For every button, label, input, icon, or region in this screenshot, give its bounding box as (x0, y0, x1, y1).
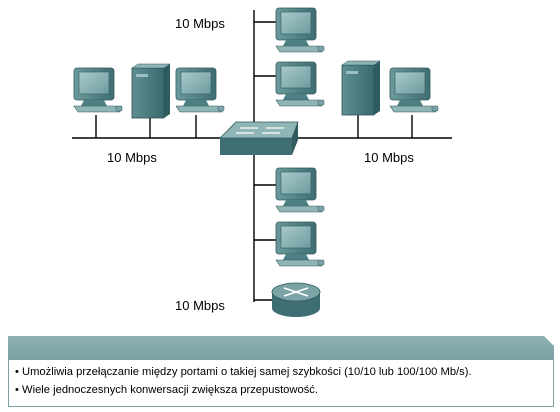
workstation-icon (175, 67, 225, 113)
network-diagram: 10 Mbps 10 Mbps 10 Mbps 10 Mbps (72, 7, 452, 317)
speed-label-top: 10 Mbps (175, 16, 225, 31)
workstation-icon (275, 7, 325, 53)
info-panel: • Umożliwia przełączanie między portami … (8, 336, 554, 408)
speed-label-left: 10 Mbps (107, 150, 157, 165)
info-bullet: • Umożliwia przełączanie między portami … (15, 366, 472, 378)
workstation-icon (275, 221, 325, 267)
speed-label-bottom: 10 Mbps (175, 298, 225, 313)
workstation-icon (389, 67, 439, 113)
switch-icon (219, 121, 299, 155)
workstation-icon (275, 167, 325, 213)
workstation-icon (73, 67, 123, 113)
router-icon (271, 282, 321, 317)
server-icon (341, 60, 381, 116)
info-panel-body: • Umożliwia przełączanie między portami … (8, 360, 554, 407)
server-icon (131, 63, 171, 119)
speed-label-right: 10 Mbps (364, 150, 414, 165)
info-bullet: • Wiele jednoczesnych konwersacji zwięks… (15, 384, 318, 396)
workstation-icon (275, 61, 325, 107)
info-panel-header (8, 336, 554, 362)
